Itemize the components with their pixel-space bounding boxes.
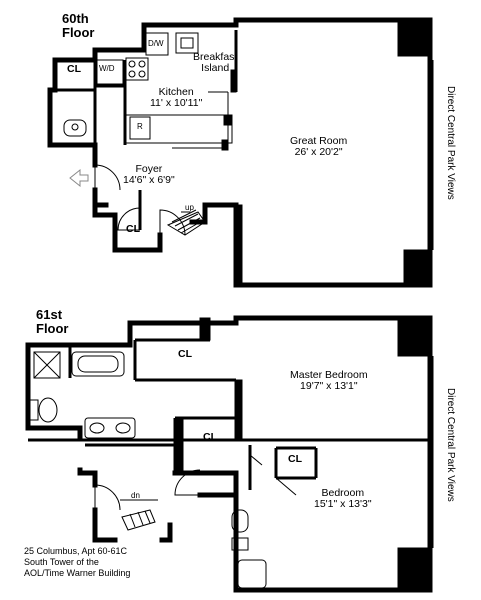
closet-label: CL — [288, 453, 302, 465]
caption-line1: 25 Columbus, Apt 60-61C — [24, 546, 128, 556]
floor-60-label-line1: 60th — [62, 11, 89, 26]
stairs-up — [166, 209, 206, 236]
breakfast-island — [230, 69, 237, 93]
dishwasher — [145, 32, 169, 56]
refrigerator — [129, 116, 151, 140]
floor-60-interior — [55, 30, 238, 230]
washer-dryer — [96, 59, 124, 85]
great-room-dims: 26' x 20'2" — [294, 146, 343, 159]
entry-arrow — [69, 168, 89, 188]
floor-61-label-line2: Floor — [36, 321, 69, 337]
column — [397, 317, 431, 357]
stairs-down — [120, 499, 158, 531]
closet-label: CL — [67, 63, 81, 75]
stairs-up-label: up — [185, 203, 194, 212]
toilet — [38, 397, 58, 423]
floor-61-label: 61st Floor — [36, 307, 69, 337]
washer-dryer-label: W/D — [99, 64, 115, 73]
bedroom-name: Bedroom — [321, 487, 365, 499]
closet-label: CL — [178, 348, 192, 360]
breakfast-island-label: Breakfast Island — [193, 51, 238, 75]
column — [397, 19, 431, 57]
caption-line3: AOL/Time Warner Building — [24, 567, 131, 578]
bathtub — [71, 351, 125, 377]
kitchen-name: Kitchen — [158, 86, 194, 98]
great-room-name: Great Room — [290, 135, 348, 147]
stairs-down-label: dn — [131, 491, 140, 500]
floor-60-label: 60th Floor — [62, 11, 95, 41]
floor-61-label-line1: 61st — [36, 307, 63, 322]
master-bedroom-name: Master Bedroom — [290, 369, 368, 381]
column — [235, 204, 243, 286]
closet-label: CL — [203, 431, 217, 443]
great-room-label: Great Room 26' x 20'2" — [290, 135, 348, 159]
kitchen-dims: 11' x 10'11" — [150, 97, 203, 110]
foyer-name: Foyer — [135, 163, 163, 175]
caption-line2: South Tower of the — [24, 556, 99, 567]
counter — [125, 114, 233, 144]
vanity — [84, 417, 136, 439]
shower — [33, 351, 61, 379]
foyer-label: Foyer 14'6" x 6'9" — [123, 163, 175, 187]
bathtub-2 — [237, 559, 267, 589]
bedroom-label: Bedroom 15'1" x 13'3" — [314, 487, 372, 511]
sink — [175, 32, 199, 54]
listing-caption: 25 Columbus, Apt 60-61C South Tower of t… — [24, 546, 130, 578]
bedroom-dims: 15'1" x 13'3" — [314, 498, 372, 511]
foyer-dims: 14'6" x 6'9" — [123, 174, 175, 187]
column — [403, 249, 431, 286]
kitchen-label: Kitchen 11' x 10'11" — [150, 86, 203, 110]
sink-bowl — [180, 37, 194, 49]
breakfast-line1: Breakfast — [193, 51, 238, 63]
view-label-61: Direct Central Park Views — [445, 388, 456, 502]
closet-label: CL — [126, 223, 140, 235]
master-bedroom-label: Master Bedroom 19'7" x 13'1" — [290, 369, 368, 393]
vanity-2 — [231, 537, 249, 551]
stove — [125, 57, 149, 81]
column — [397, 547, 431, 591]
floor-60-label-line2: Floor — [62, 25, 95, 41]
view-label-60: Direct Central Park Views — [445, 86, 456, 200]
dishwasher-label: D/W — [148, 39, 164, 48]
toilet-2 — [231, 509, 249, 533]
breakfast-line2: Island — [201, 62, 230, 75]
master-bedroom-dims: 19'7" x 13'1" — [300, 380, 358, 393]
fridge-label: R — [137, 122, 143, 131]
floor-61-interior — [28, 338, 430, 590]
